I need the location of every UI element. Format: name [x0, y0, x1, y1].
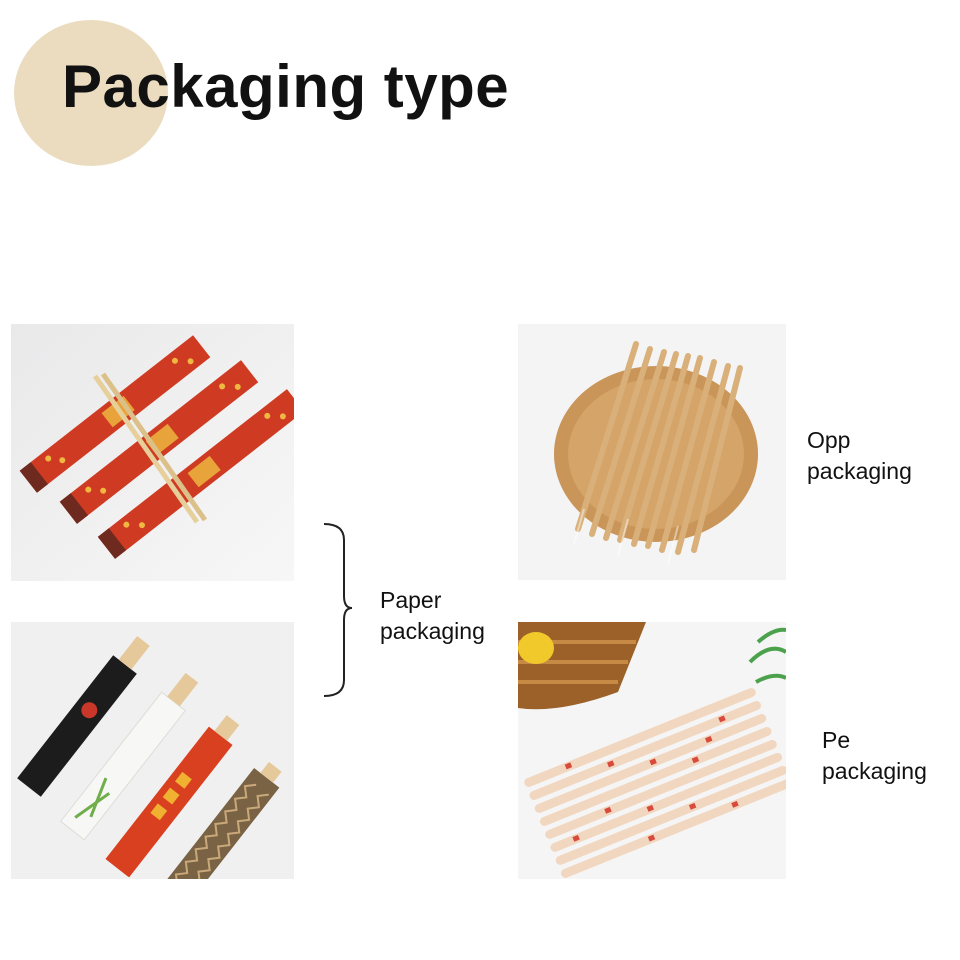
pe-packaging-label: Pe packaging [822, 725, 927, 787]
paper-assorted-sleeves-photo [11, 622, 294, 879]
opp-label-line1: Opp [807, 427, 851, 453]
paper-label-line1: Paper [380, 587, 442, 613]
opp-packaging-label: Opp packaging [807, 425, 912, 487]
paper-packaging-label: Paper packaging [380, 585, 485, 647]
pe-label-line1: Pe [822, 727, 851, 753]
paper-group-brace [323, 523, 352, 697]
opp-label-line2: packaging [807, 458, 912, 484]
pe-label-line2: packaging [822, 758, 927, 784]
page-title: Packaging type [62, 53, 510, 120]
pe-printed-wrapped-photo [518, 622, 786, 879]
paper-red-wrappers-photo [11, 324, 294, 581]
title-accent-circle [14, 20, 168, 166]
paper-label-line2: packaging [380, 618, 485, 644]
opp-clear-wrapped-photo [518, 324, 786, 580]
